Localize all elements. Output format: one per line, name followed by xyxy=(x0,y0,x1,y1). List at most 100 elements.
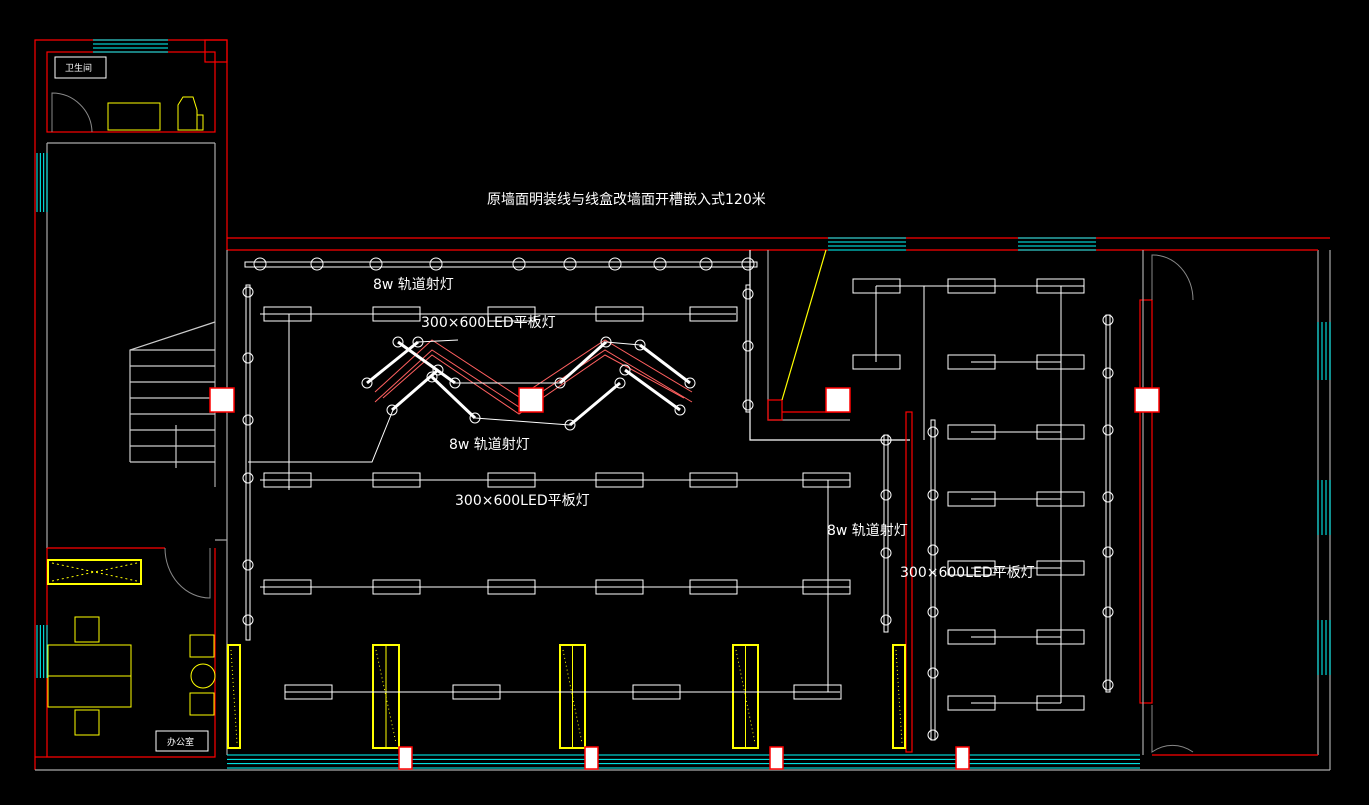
led-panel xyxy=(947,424,996,440)
chair xyxy=(74,709,100,736)
rack-hatch xyxy=(230,649,238,744)
text-labels: 原墙面明装线与线盒改墙面开槽嵌入式120米 8w 轨道射灯 300×600LED… xyxy=(54,56,1035,752)
structural-column xyxy=(1134,387,1160,413)
armchair xyxy=(177,96,198,131)
track-rail xyxy=(624,368,681,412)
track-spotlight xyxy=(432,364,444,376)
led-panels xyxy=(263,278,1085,711)
track-rail xyxy=(745,284,751,413)
led-panel xyxy=(1036,354,1085,370)
cabinet xyxy=(47,559,142,585)
track-rail xyxy=(430,375,477,420)
wire xyxy=(248,409,394,463)
track-spotlight xyxy=(699,257,713,271)
led-panel xyxy=(284,684,333,700)
windows xyxy=(36,39,1331,769)
led-panel xyxy=(689,579,738,595)
track-spotlight xyxy=(742,340,754,352)
led-panel xyxy=(372,579,421,595)
structural-column xyxy=(209,387,235,413)
track-spotlight xyxy=(1102,424,1114,436)
track-spotlight xyxy=(927,606,939,618)
track-spotlight xyxy=(242,352,254,364)
led-panel xyxy=(852,354,901,370)
track-spotlight xyxy=(741,257,755,271)
led-panel xyxy=(1036,560,1085,576)
track-spotlight xyxy=(614,377,626,389)
structural-column xyxy=(398,746,413,770)
track-rail xyxy=(639,343,691,385)
led-panel xyxy=(947,629,996,645)
track-spotlight xyxy=(242,472,254,484)
door-swing xyxy=(1151,254,1194,301)
led-panel xyxy=(595,306,644,322)
stair-outline xyxy=(129,321,216,462)
track-rail xyxy=(366,340,419,385)
track-spotlight xyxy=(361,377,373,389)
led-panel xyxy=(689,472,738,488)
track-spotlight xyxy=(927,426,939,438)
led-panel xyxy=(689,306,738,322)
led-panel xyxy=(452,684,501,700)
display-rack xyxy=(227,644,241,749)
track-light-label: 8w 轨道射灯 xyxy=(449,437,530,453)
led-panel xyxy=(487,579,536,595)
track-spotlight xyxy=(242,286,254,298)
structural-column xyxy=(769,746,784,770)
display-rack xyxy=(892,644,906,749)
chair xyxy=(74,616,100,643)
led-panel-label: 300×600LED平板灯 xyxy=(900,565,1035,581)
led-panel-label: 300×600LED平板灯 xyxy=(421,315,556,331)
zigzag-display xyxy=(361,336,696,431)
track-spotlight xyxy=(927,489,939,501)
door-swing xyxy=(164,547,211,599)
doors xyxy=(51,92,1194,753)
cabinet-cross xyxy=(51,562,138,582)
track-spotlight xyxy=(880,547,892,559)
furniture xyxy=(47,96,906,749)
track-spotlight xyxy=(369,257,383,271)
led-panel-label: 300×600LED平板灯 xyxy=(455,493,590,509)
track-rail xyxy=(245,284,251,641)
track-spotlight xyxy=(386,404,398,416)
led-panel xyxy=(947,695,996,711)
staircase xyxy=(129,321,216,468)
led-panel xyxy=(947,560,996,576)
wiring xyxy=(248,285,1084,704)
track-spotlight xyxy=(619,364,631,376)
led-panel xyxy=(487,472,536,488)
track-spotlight xyxy=(742,399,754,411)
led-panel xyxy=(1036,424,1085,440)
track-spotlight xyxy=(392,336,404,348)
track-spotlight xyxy=(1102,491,1114,503)
led-panel xyxy=(1036,629,1085,645)
led-panel xyxy=(263,579,312,595)
columns xyxy=(209,387,1160,770)
room-label-office: 办公室 xyxy=(167,736,194,748)
led-panel xyxy=(1036,491,1085,507)
door-swing xyxy=(1151,705,1194,753)
track-spotlight xyxy=(242,414,254,426)
wire xyxy=(605,341,641,346)
wire xyxy=(474,417,571,426)
side-table xyxy=(196,114,204,131)
track-spotlight xyxy=(653,257,667,271)
track-spotlight xyxy=(426,371,438,383)
track-spotlight xyxy=(1102,314,1114,326)
led-panel xyxy=(1036,695,1085,711)
track-spotlight xyxy=(674,404,686,416)
track-spotlight xyxy=(563,257,577,271)
track-spotlight xyxy=(608,257,622,271)
track-spotlight xyxy=(242,614,254,626)
track-light-label: 8w 轨道射灯 xyxy=(373,277,454,293)
track-spotlight xyxy=(1102,679,1114,691)
track-rail xyxy=(244,261,758,268)
track-spotlight xyxy=(880,434,892,446)
wiring-note: 原墙面明装线与线盒改墙面开槽嵌入式120米 xyxy=(487,191,766,208)
led-panel xyxy=(372,472,421,488)
led-panel xyxy=(487,306,536,322)
led-panel xyxy=(947,278,996,294)
track-spotlight xyxy=(253,257,267,271)
room-label-box xyxy=(155,730,209,752)
